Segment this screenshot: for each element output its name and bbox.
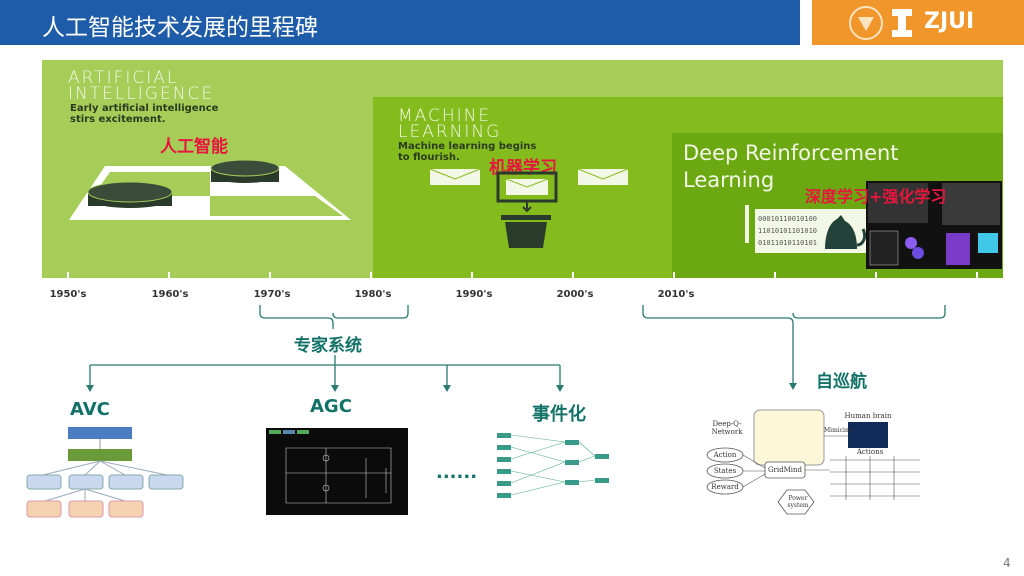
timeline-tick	[976, 272, 978, 284]
autopilot-label: 自巡航	[816, 372, 867, 392]
illinois-i-icon	[892, 9, 912, 37]
timeline-tick	[269, 272, 271, 284]
drl-gridmind-diagram	[706, 409, 920, 515]
agc-screen-image	[266, 428, 408, 515]
agc-label: AGC	[310, 396, 352, 417]
reward-label: Reward	[711, 483, 739, 491]
svg-text:01011010110101: 01011010110101	[758, 239, 817, 247]
timeline-tick	[67, 272, 69, 284]
power-system-label: Power system	[787, 495, 809, 509]
timeline-tick	[370, 272, 372, 284]
timeline-tick	[471, 272, 473, 284]
action-label: Action	[713, 451, 737, 459]
human-brain-label: Human brain	[844, 412, 892, 420]
event-diagram	[497, 433, 609, 498]
title-bar: 人工智能技术发展的里程碑	[0, 0, 800, 45]
university-seal-icon	[849, 6, 883, 40]
logo-text: ZJUI	[924, 9, 975, 34]
binary-cat-icon: 00010110010100 11010101101010 010110101101…	[745, 205, 867, 253]
decade-label: 1980's	[354, 289, 392, 300]
decade-label: 2010's	[657, 289, 695, 300]
dqn-label: Deep-Q-Network	[711, 420, 743, 436]
states-label: States	[713, 467, 737, 475]
timeline-tick	[168, 272, 170, 284]
decade-label: 1960's	[151, 289, 189, 300]
timeline-tick	[572, 272, 574, 284]
decade-label: 1970's	[253, 289, 291, 300]
svg-text:00010110010100: 00010110010100	[758, 215, 817, 223]
ai-cn-label: 人工智能	[160, 137, 228, 157]
avc-label: AVC	[70, 399, 110, 420]
avc-diagram	[26, 427, 184, 518]
actions-label: Actions	[856, 448, 884, 456]
decade-label: 1950's	[49, 289, 87, 300]
page-title: 人工智能技术发展的里程碑	[42, 15, 318, 41]
timeline-tick	[774, 272, 776, 284]
decade-label: 2000's	[556, 289, 594, 300]
mail-trash-icon	[429, 168, 629, 248]
gridmind-label: GridMind	[767, 466, 803, 474]
timeline-tick	[875, 272, 877, 284]
ellipsis: ......	[436, 462, 478, 483]
decade-label: 1990's	[455, 289, 493, 300]
mimicing-label: Mimicing	[824, 427, 853, 434]
rl-screenshots-image	[866, 181, 1002, 269]
checkers-board-icon	[69, 160, 351, 220]
drl-cn-label: 深度学习+强化学习	[805, 187, 947, 206]
expert-system-label: 专家系统	[294, 336, 362, 356]
svg-text:11010101101010: 11010101101010	[758, 227, 817, 235]
timeline-tick	[673, 272, 675, 284]
zjui-logo: ZJUI	[812, 0, 1024, 45]
branch-connectors	[86, 305, 946, 392]
page-number: 4	[1003, 556, 1011, 570]
event-label: 事件化	[532, 404, 586, 425]
